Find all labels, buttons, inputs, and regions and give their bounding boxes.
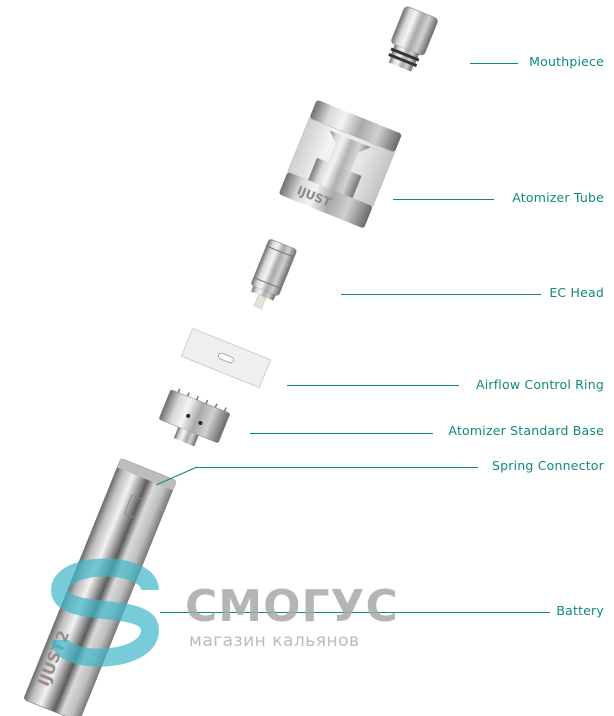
label-ec-head: EC Head: [549, 285, 604, 300]
callout-line-atomizer-tube: [393, 199, 494, 200]
watermark-subtitle: магазин кальянов: [189, 631, 360, 651]
mouthpiece-part: [388, 6, 438, 72]
atomizer-standard-base-part: [159, 388, 230, 447]
label-airflow-control-ring: Airflow Control Ring: [475, 377, 604, 392]
watermark-logo-icon: [50, 558, 160, 667]
callout-line-battery: [160, 612, 550, 613]
label-spring-connector: Spring Connector: [492, 458, 604, 473]
airflow-control-ring-part: [180, 327, 272, 389]
callout-leader-spring-connector: [155, 466, 198, 486]
watermark-title: СМОГУС: [185, 581, 399, 632]
atomizer-tube-part: IJUST: [279, 100, 402, 228]
callout-line-airflow-control-ring: [287, 385, 459, 386]
label-battery: Battery: [556, 603, 604, 618]
callout-line-mouthpiece: [470, 63, 518, 64]
label-atomizer-tube: Atomizer Tube: [512, 190, 604, 205]
callout-line-ec-head: [341, 294, 541, 295]
label-mouthpiece: Mouthpiece: [529, 54, 604, 69]
ec-head-part: [251, 239, 297, 310]
callout-line-atomizer-standard-base: [250, 433, 433, 434]
callout-line-spring-connector: [196, 467, 478, 468]
label-atomizer-standard-base: Atomizer Standard Base: [448, 423, 604, 438]
